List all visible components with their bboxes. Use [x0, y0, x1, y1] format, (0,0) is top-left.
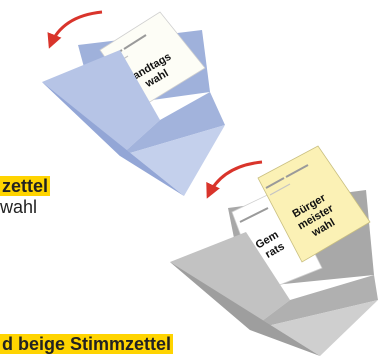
text-fragment: zettel — [0, 175, 90, 197]
text-fragment: wahl — [0, 196, 80, 218]
arrow-curved-icon — [208, 162, 262, 196]
arrow-curved-icon — [50, 12, 102, 46]
highlighted-text: zettel — [0, 176, 50, 196]
text-fragment: d beige Stimmzettel — [0, 332, 240, 356]
blue-envelope: Landtags wahl — [42, 12, 225, 196]
grey-envelope: Gem rats Bürger meister wahl — [170, 146, 378, 356]
highlighted-text: d beige Stimmzettel — [0, 334, 173, 354]
